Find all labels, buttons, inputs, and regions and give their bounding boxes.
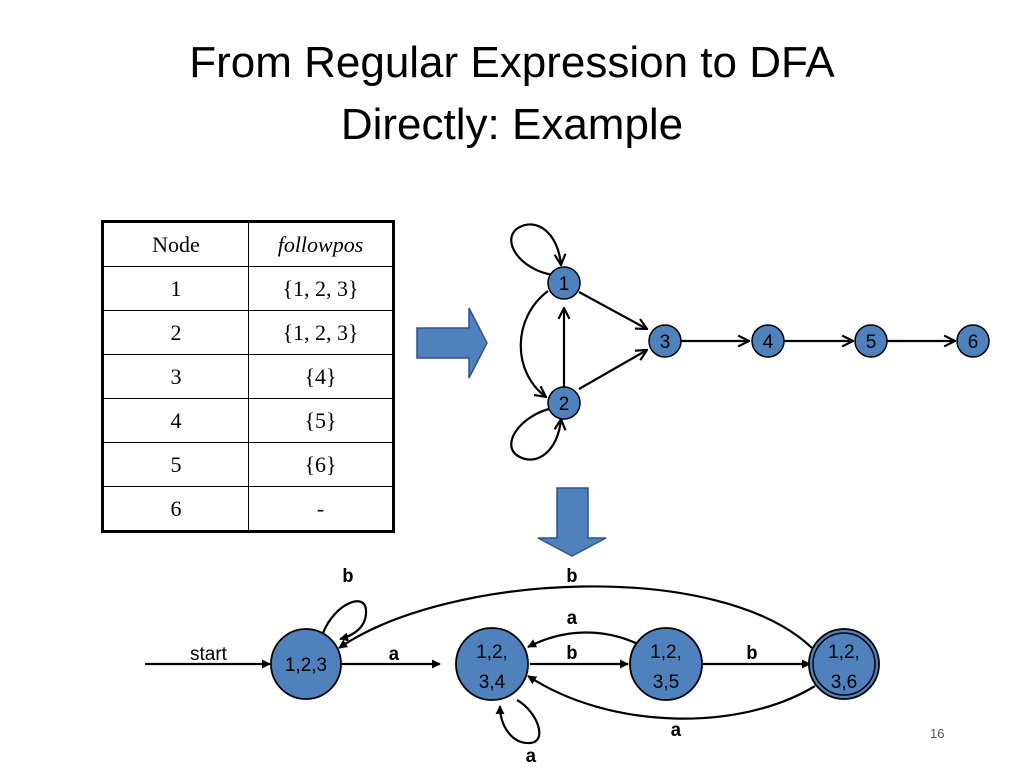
graph-node-5: 5 (854, 324, 888, 358)
graph-node-label: 5 (866, 332, 877, 353)
followpos-table: Node followpos 1 {1, 2, 3} 2 {1, 2, 3} 3… (101, 220, 395, 533)
table-row: 4 {5} (102, 398, 394, 443)
table-row: 5 {6} (102, 442, 394, 487)
down-block-arrow-icon (537, 487, 607, 557)
cell-node: 4 (102, 398, 249, 443)
edge-label-s123-s1234: a (388, 644, 399, 666)
edge-label-s1236-s1234: a (670, 720, 681, 742)
graph-node-4: 4 (751, 324, 785, 358)
graph-node-label: 4 (763, 332, 774, 353)
dfa-edge-s123-self (321, 600, 368, 642)
edge-label-s1235-s1234: a (566, 608, 577, 630)
right-block-arrow-icon (416, 307, 488, 379)
dfa-state-label-line2: 3,6 (831, 672, 857, 693)
dfa-edge-s1234-self (495, 699, 541, 745)
graph-node-3: 3 (648, 324, 682, 358)
dfa-state-label-line2: 3,5 (653, 672, 679, 693)
cell-followpos: {1, 2, 3} (248, 266, 394, 311)
dfa-state-label-line1: 1,2, (650, 642, 682, 663)
table-row: 6 - (102, 486, 394, 532)
dfa-state-1-2-3-5: 1,2, 3,5 (629, 627, 703, 701)
graph-node-6: 6 (956, 324, 990, 358)
edge-1-2 (519, 290, 549, 397)
dfa-edges (145, 585, 816, 745)
dfa-state-1-2-3: 1,2,3 (270, 628, 342, 700)
graph-node-label: 1 (559, 274, 570, 295)
position-graph-edges (510, 223, 955, 461)
cell-followpos: {6} (248, 442, 394, 487)
edge-label-s1234-s1235: b (566, 643, 577, 665)
graph-node-label: 3 (660, 332, 671, 353)
dfa-state-1-2-3-4: 1,2, 3,4 (455, 627, 529, 701)
edge-label-s1234-self: a (525, 746, 536, 768)
edge-1-3 (578, 291, 647, 329)
dfa-edge-s1236-s1234 (527, 675, 816, 720)
dfa-state-label-line1: 1,2, (476, 642, 508, 663)
dfa-state-label: 1,2,3 (285, 655, 327, 676)
edge-label-s123-self: b (342, 566, 353, 588)
start-label: start (190, 644, 228, 665)
cell-node: 6 (102, 486, 249, 532)
graph-node-1: 1 (547, 266, 581, 300)
title-line-1: From Regular Expression to DFA (189, 38, 835, 87)
cell-node: 2 (102, 310, 249, 355)
title-line-2: Directly: Example (340, 100, 684, 149)
dfa-state-1-2-3-6-accepting: 1,2, 3,6 (808, 628, 880, 700)
dfa-edge-s1236-s123 (338, 585, 813, 649)
cell-followpos: {4} (248, 354, 394, 399)
table-row: 2 {1, 2, 3} (102, 310, 394, 355)
graph-node-label: 6 (968, 332, 979, 353)
dfa-state-label-line1: 1,2, (828, 642, 860, 663)
edge-label-s1235-s1236: b (746, 643, 757, 665)
graph-node-2: 2 (547, 386, 581, 420)
cell-followpos: {1, 2, 3} (248, 310, 394, 355)
edge-1-self (510, 223, 561, 277)
header-followpos: followpos (248, 221, 394, 267)
table-header-row: Node followpos (102, 221, 394, 267)
slide-title: From Regular Expression to DFA Directly:… (0, 32, 1024, 156)
edge-label-s1236-s123: b (566, 566, 577, 588)
dfa-state-label-line2: 3,4 (479, 672, 506, 693)
cell-node: 5 (102, 442, 249, 487)
header-node: Node (102, 221, 249, 267)
edge-2-3 (578, 350, 647, 390)
graph-node-label: 2 (559, 394, 570, 415)
page-number: 16 (930, 726, 945, 741)
edge-2-self (510, 406, 561, 461)
cell-followpos: - (248, 486, 394, 532)
cell-followpos: {5} (248, 398, 394, 443)
dfa-edge-s1235-s1234 (527, 631, 641, 648)
